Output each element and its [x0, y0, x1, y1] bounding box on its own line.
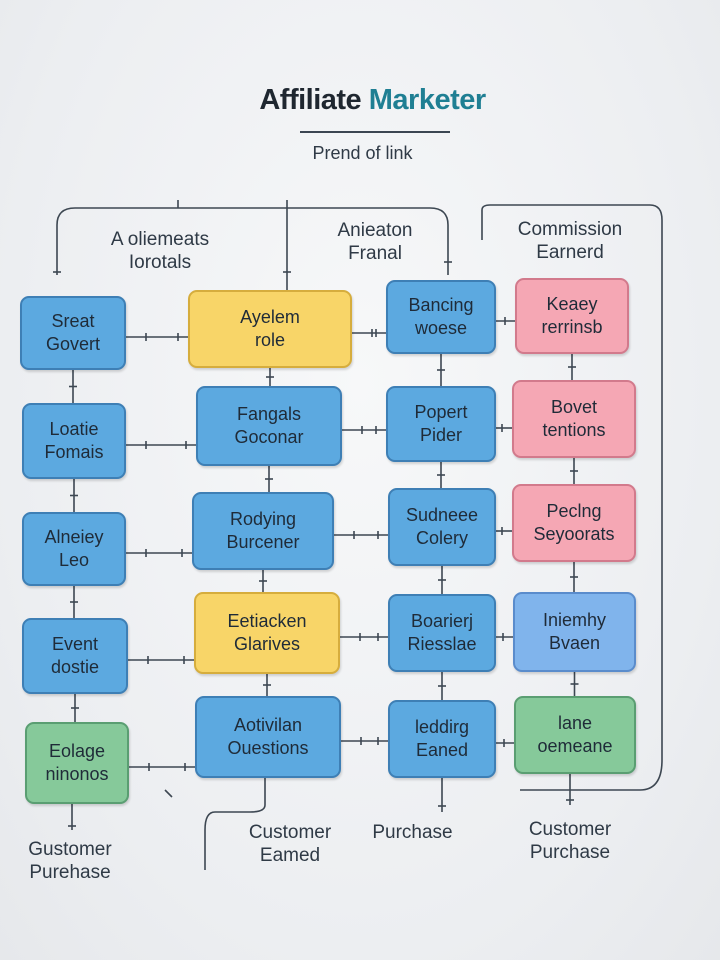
node-label-line: Popert — [414, 402, 468, 422]
node-label-line: ninonos — [45, 764, 109, 784]
node-label-line: Ayelem — [240, 307, 300, 327]
node-label-line: role — [254, 330, 285, 350]
node-label-line: oemeane — [537, 736, 613, 756]
node-label-line: rerrinsb — [541, 317, 603, 337]
node-label-line: lane — [557, 713, 593, 733]
node-label-line: leddirg — [414, 717, 470, 737]
bottom-label-col1-line-1: Gustomer — [28, 839, 112, 860]
node-label-line: Sudneee — [405, 505, 479, 525]
bottom-label-col3-line-1: Purchase — [372, 822, 453, 843]
node-label-line: Loatie — [49, 419, 99, 439]
node-label-line: Glarives — [233, 634, 300, 654]
title-part-2: Marketer — [368, 84, 486, 116]
node-label-line: Rodying — [229, 509, 297, 529]
bottom-label-col1: Gustomer Purehase — [5, 838, 135, 884]
stray-mark — [164, 789, 173, 798]
right-bracket — [481, 204, 663, 791]
node-label-line: Pider — [419, 425, 463, 445]
bottom-label-col4: Customer Purchase — [500, 818, 640, 864]
title-part-1: Affiliate — [259, 84, 362, 116]
node-label-line: dostie — [50, 657, 100, 677]
node-label-line: Eaned — [415, 740, 469, 760]
top-label-right-line-2: Earnerd — [536, 242, 604, 263]
top-label-left-line-2: Iorotals — [128, 252, 192, 273]
top-label-left: A oliemeats Iorotals — [80, 228, 240, 274]
node-label-line: Bvaen — [548, 633, 601, 653]
top-label-right: Commission Earnerd — [495, 218, 645, 264]
node-label-line: Bovet — [550, 397, 598, 417]
node-c4-r5: lane oemeane — [514, 696, 636, 774]
top-label-middle-line-2: Franal — [348, 243, 402, 264]
node-label-line: tentions — [542, 420, 606, 440]
diagram-subtitle: Prend of link — [312, 143, 413, 163]
top-label-right-line-1: Commission — [517, 219, 623, 240]
bottom-label-col4-line-1: Customer — [528, 819, 612, 840]
node-label-line: Eetiacken — [227, 611, 307, 631]
node-label-line: Event — [51, 634, 99, 654]
node-label-line: Boarierj — [410, 611, 474, 631]
bottom-label-col1-line-2: Purehase — [29, 862, 111, 883]
node-label-line: Govert — [45, 334, 101, 354]
node-label-line: Riesslae — [407, 634, 477, 654]
node-c3-r1: Bancing woese — [386, 280, 496, 354]
bottom-label-col2-line-2: Eamed — [259, 845, 321, 866]
node-label-line: Colery — [415, 528, 468, 548]
node-label-line: Peclng — [546, 501, 602, 521]
diagram-title: Affiliate Marketer — [0, 84, 720, 117]
top-label-middle: Anieaton Franal — [305, 219, 445, 265]
top-label-left-line-1: A oliemeats — [110, 229, 210, 250]
node-label-line: Alneiey — [44, 527, 104, 547]
node-label-line: woese — [414, 318, 468, 338]
node-c1-r4: Event dostie — [22, 618, 128, 694]
title-underline — [300, 131, 450, 133]
node-label-line: Goconar — [234, 427, 304, 447]
bottom-label-col2: Customer Eamed — [225, 821, 355, 867]
node-label-line: Aotivilan — [233, 715, 303, 735]
node-label-line: Keaey — [546, 294, 598, 314]
node-label-line: Leo — [58, 550, 90, 570]
bottom-label-col4-line-2: Purchase — [529, 842, 611, 863]
node-label-line: Ouestions — [227, 738, 309, 758]
node-c4-r2: Bovet tentions — [512, 380, 636, 458]
node-label-line: Fomais — [44, 442, 104, 462]
node-label-line: Burcener — [226, 532, 300, 552]
node-label-line: Sreat — [51, 311, 95, 331]
node-label-line: Eolage — [48, 741, 106, 761]
bottom-label-col3: Purchase — [350, 821, 475, 844]
node-c2-r1: Ayelem role — [188, 290, 352, 368]
top-label-middle-line-1: Anieaton — [337, 220, 413, 241]
node-label-line: Bancing — [408, 295, 474, 315]
node-c4-r1: Keaey rerrinsb — [515, 278, 629, 354]
bottom-exit-col2 — [204, 778, 266, 870]
node-c1-r5: Eolage ninonos — [25, 722, 129, 804]
node-label-line: Seyoorats — [533, 524, 615, 544]
bottom-label-col2-line-1: Customer — [248, 822, 332, 843]
node-label-line: Iniemhy — [542, 610, 607, 630]
top-bracket — [56, 200, 449, 275]
node-label-line: Fangals — [236, 404, 302, 424]
